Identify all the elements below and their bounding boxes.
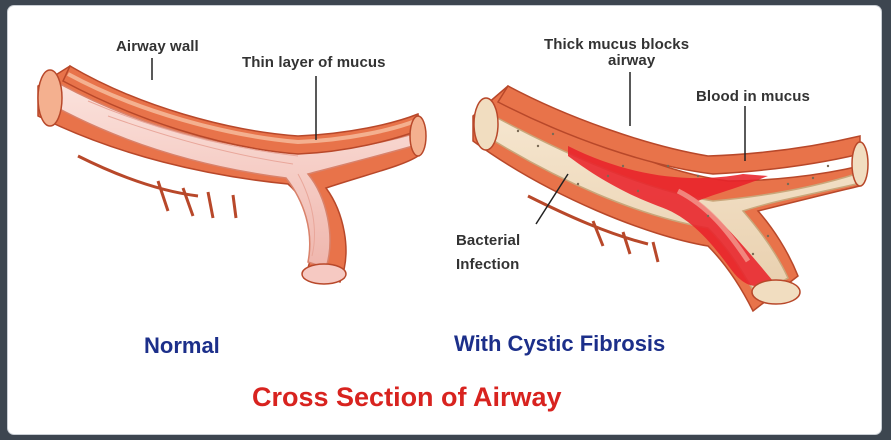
normal-airway-right-opening [410, 116, 426, 156]
caption-normal: Normal [144, 333, 220, 359]
label-blood-in-mucus: Blood in mucus [696, 88, 810, 105]
normal-airway-left-opening [38, 70, 62, 126]
cf-airway [473, 86, 868, 311]
normal-airway-bottom-opening [302, 264, 346, 284]
caption-cystic-fibrosis: With Cystic Fibrosis [454, 331, 665, 357]
cf-airway-left-opening [474, 98, 498, 150]
normal-airway [38, 66, 426, 284]
cf-airway-bottom-opening [752, 280, 800, 304]
diagram-title: Cross Section of Airway [252, 382, 562, 413]
airway-illustration [8, 6, 881, 434]
cf-airway-right-opening [852, 142, 868, 186]
normal-airway-outer-wall [38, 66, 418, 282]
label-airway-wall: Airway wall [116, 38, 199, 55]
label-thick-mucus-line1: Thick mucus blocks [544, 36, 689, 53]
label-thin-mucus: Thin layer of mucus [242, 54, 386, 71]
label-bacterial-line1: Bacterial [456, 232, 520, 249]
diagram-frame: Airway wall Thin layer of mucus Thick mu… [8, 6, 881, 434]
label-thick-mucus-line2: airway [608, 52, 655, 69]
label-bacterial-line2: Infection [456, 256, 519, 273]
